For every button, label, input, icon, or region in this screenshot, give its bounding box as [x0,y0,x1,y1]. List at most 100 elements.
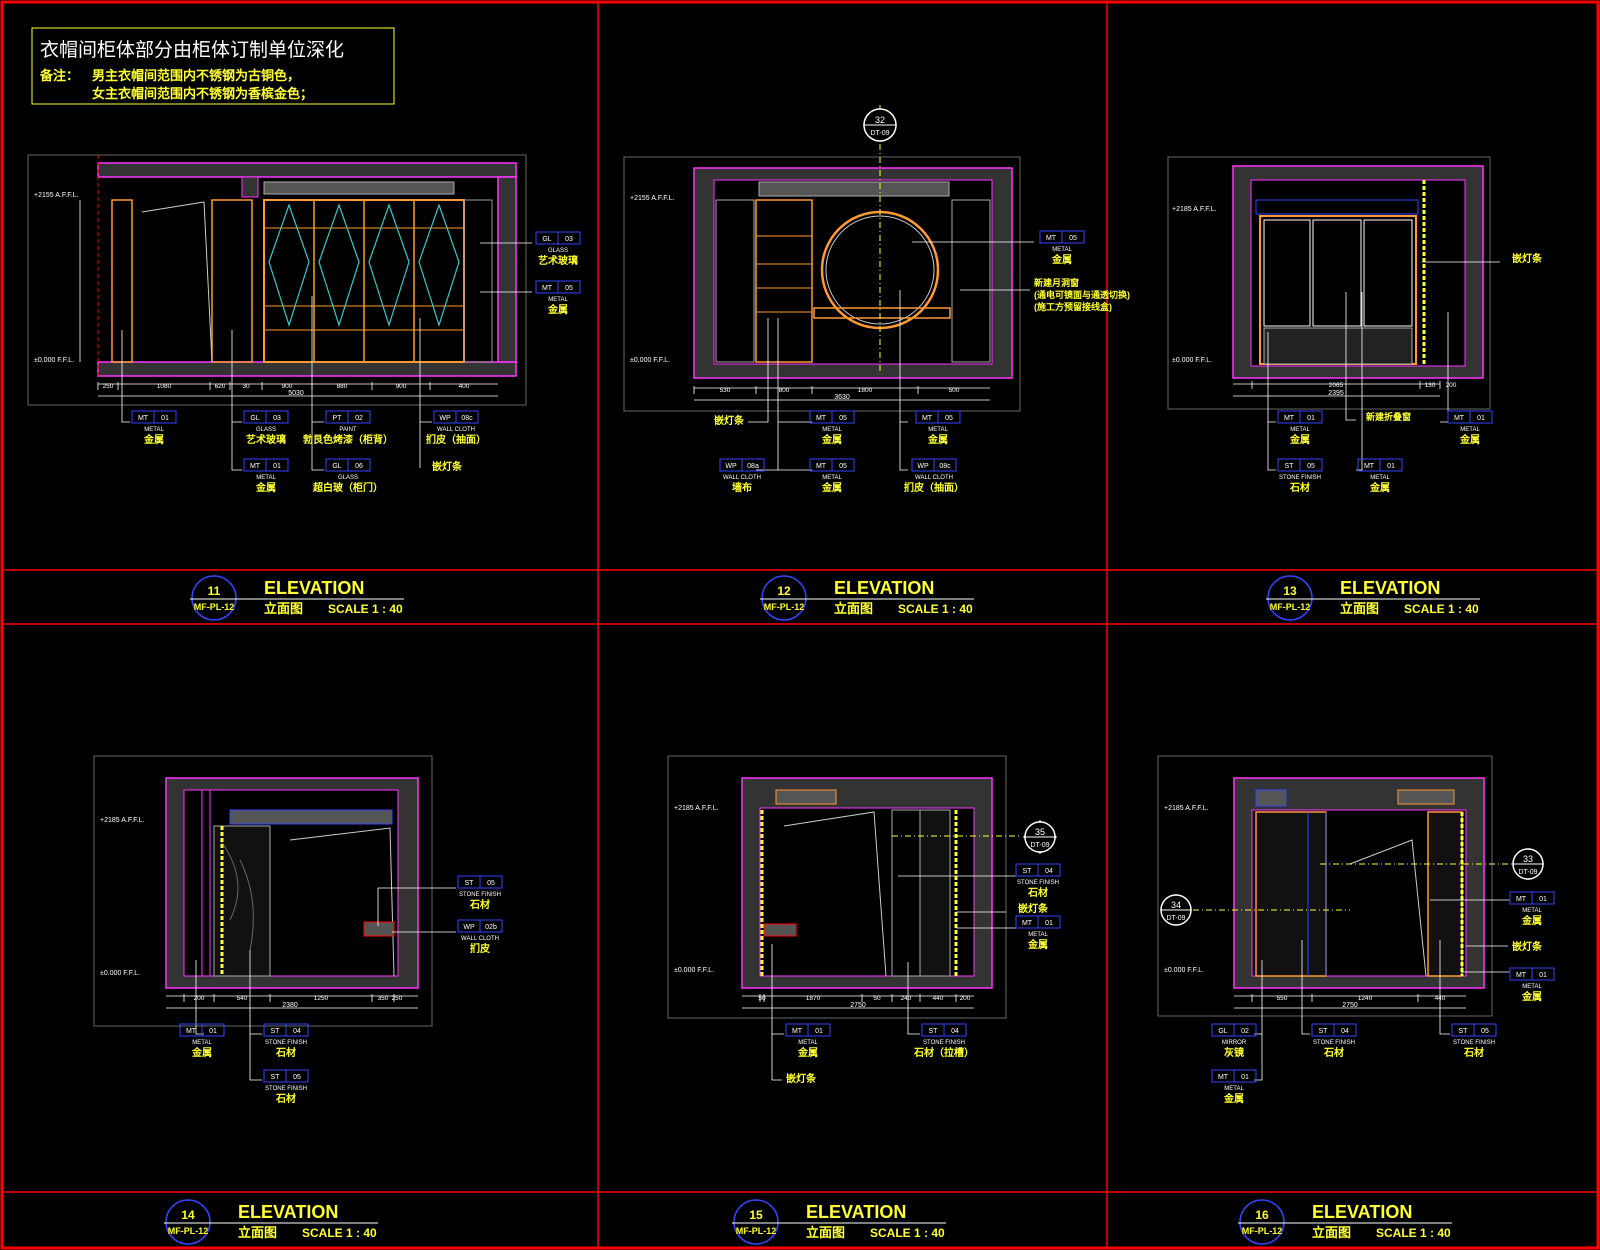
elevation-number: 13 [1283,584,1297,598]
callout-number: 34 [1171,900,1181,910]
material-code: GL [542,236,551,243]
material-name: 扪皮（抽面） [426,433,486,446]
light-strip-label: 嵌灯条 [1018,902,1049,915]
material-code: ST [465,880,475,887]
title-bubble [191,575,237,621]
material-code: MT [1022,920,1033,927]
note-remark-line: 女主衣帽间范围内不锈钢为香槟金色； [92,86,313,102]
elevation-title: ELEVATION [264,578,364,598]
note-remark-line: 男主衣帽间范围内不锈钢为古铜色， [92,68,300,83]
material-number: 01 [1387,463,1395,470]
elevation-title: ELEVATION [806,1202,906,1222]
material-code: MT [1046,235,1057,242]
callout-number: 35 [1035,827,1045,837]
title-bubble [165,1199,211,1245]
level-label: ±0.000 F.F.L. [100,970,140,977]
material-category: STONE FINISH [1017,880,1059,886]
material-number: 04 [1045,868,1053,875]
dimension-value: 440 [933,995,944,1002]
elevation-panel-13: 2395 +2185 A.F.F.L. ±0.000 F.F.L. [1167,156,1500,471]
material-number: 01 [209,1028,217,1035]
title-bubble [761,575,807,621]
dimension-value: 240 [901,995,912,1002]
level-label: +2155 A.F.F.L. [34,192,79,199]
dimension-value: 250 [392,995,403,1002]
light-strip-label: 嵌灯条 [1512,252,1543,265]
dimension-value: 1870 [806,995,821,1002]
level-label: ±0.000 F.F.L. [1172,357,1212,364]
material-category: STONE FINISH [265,1040,307,1046]
elevation-title: ELEVATION [238,1202,338,1222]
material-name: 金属 [1027,938,1048,951]
light-strip-label: 嵌灯条 [432,460,463,473]
level-label: +2185 A.F.F.L. [1164,805,1209,812]
sheet-reference: MF-PL-12 [736,1226,777,1236]
material-number: 05 [1069,235,1077,242]
dimension-value: 550 [1277,995,1288,1002]
total-dimension: 2750 [850,1002,866,1009]
general-note: 衣帽间柜体部分由柜体订制单位深化 备注： 男主衣帽间范围内不锈钢为古铜色， 女主… [31,27,395,105]
dimension-value: 800 [779,387,790,394]
dimension-value: 1800 [858,387,873,394]
material-code: MT [1364,463,1375,470]
drawing-note: 新建月洞窗 [1034,277,1079,288]
elevation-scale: SCALE 1 : 40 [1404,602,1479,616]
material-category: METAL [1460,427,1480,433]
material-category: METAL [1290,427,1310,433]
material-category: STONE FINISH [265,1086,307,1092]
elevation-subtitle: 立面图 [238,1225,277,1240]
material-category: METAL [1052,247,1072,253]
material-name: 金属 [191,1046,212,1059]
material-code: GL [1218,1028,1227,1035]
total-dimension: 5030 [288,390,304,397]
material-number: 01 [815,1028,823,1035]
material-code: MT [792,1028,803,1035]
material-code: MT [138,415,149,422]
material-category: METAL [822,427,842,433]
detail-callout: 35 DT-09 [1023,820,1057,854]
material-name: 石材 [275,1046,296,1059]
material-code: MT [1284,415,1295,422]
material-category: PAINT [339,427,357,433]
material-number: 01 [161,415,169,422]
elevation-scale: SCALE 1 : 40 [302,1226,377,1240]
elevation-subtitle: 立面图 [1340,601,1379,616]
material-category: METAL [928,427,948,433]
material-number: 02 [1241,1028,1249,1035]
total-dimension: 2380 [282,1002,298,1009]
note-title: 衣帽间柜体部分由柜体订制单位深化 [40,39,344,61]
material-number: 01 [1477,415,1485,422]
dimension-value: 130 [1425,382,1436,389]
material-number: 08c [939,463,951,470]
material-category: STONE FINISH [923,1040,965,1046]
material-number: 08c [461,415,473,422]
total-dimension: 3630 [834,394,850,401]
drawing-note: (施工方预留接线盒) [1034,301,1112,312]
material-name: 石材 [469,898,490,911]
material-code: MT [922,415,933,422]
total-dimension: 2395 [1328,390,1344,397]
material-number: 01 [1241,1074,1249,1081]
dimension-value: 350 [378,995,389,1002]
material-name: 金属 [1051,253,1072,266]
material-code: ST [1319,1028,1329,1035]
elevation-scale: SCALE 1 : 40 [1376,1226,1451,1240]
elevation-panel-11: 5030 +2155 A.F.F.L. ±0.000 F.F.L. [27,154,532,471]
material-code: ST [1459,1028,1469,1035]
material-number: 02b [485,924,497,931]
material-code: MT [1454,415,1465,422]
material-code: WP [725,463,737,470]
material-number: 05 [839,463,847,470]
material-category: METAL [822,475,842,481]
material-name: 金属 [547,303,568,316]
material-number: 01 [1045,920,1053,927]
callout-number: 33 [1523,854,1533,864]
material-code: ST [271,1028,281,1035]
material-category: METAL [548,297,568,303]
callout-number: 32 [875,115,885,125]
material-category: METAL [1028,932,1048,938]
dimension-value: 1250 [314,995,329,1002]
material-category: METAL [144,427,164,433]
